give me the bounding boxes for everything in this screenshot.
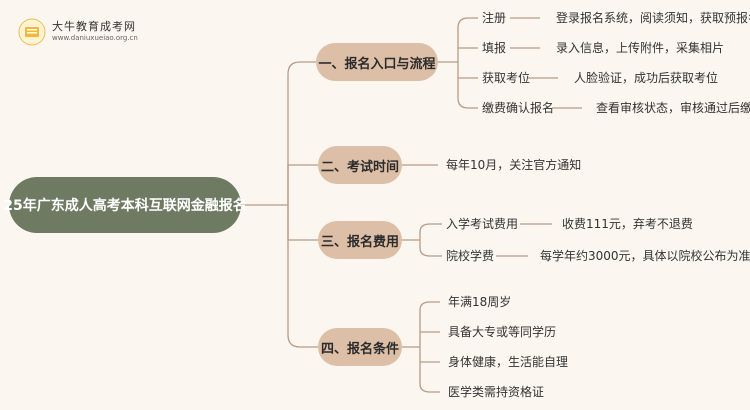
- leaf-value: 每学年约3000元，具体以院校公布为准: [540, 249, 750, 263]
- leaf-key: 注册: [482, 11, 507, 25]
- branch-requirements: 四、报名条件: [318, 328, 402, 366]
- leaf-value: 查看审核状态，审核通过后缴费: [596, 101, 750, 115]
- book-icon: [18, 18, 46, 46]
- leaf-value: 录入信息，上传附件，采集相片: [556, 41, 725, 55]
- leaf-value: 每年10月，关注官方通知: [446, 158, 582, 172]
- logo-url: www.daniuxueiao.org.cn: [52, 34, 138, 42]
- leaf-value: 身体健康，生活能自理: [448, 355, 569, 369]
- leaf-value: 年满18周岁: [448, 295, 512, 309]
- leaf-key: 缴费确认报名: [482, 101, 555, 115]
- branch-registration-process: 一、报名入口与流程: [316, 43, 438, 81]
- leaf-value: 具备大专或等同学历: [448, 325, 557, 339]
- leaf-value: 登录报名系统，阅读须知，获取预报名号: [556, 11, 750, 25]
- leaf-value: 收费111元，弃考不退费: [562, 217, 693, 231]
- branch-fees: 三、报名费用: [318, 221, 402, 259]
- leaf-value: 人脸验证，成功后获取考位: [574, 71, 719, 85]
- branch-exam-time: 二、考试时间: [318, 146, 402, 184]
- leaf-key: 填报: [482, 41, 507, 55]
- site-logo: 大牛教育成考网 www.daniuxueiao.org.cn: [18, 16, 168, 48]
- leaf-key: 入学考试费用: [446, 217, 519, 231]
- leaf-key: 获取考位: [482, 71, 531, 85]
- root-topic: 25年广东成人高考本科互联网金融报名: [3, 177, 247, 233]
- logo-title: 大牛教育成考网: [52, 20, 136, 33]
- leaf-key: 院校学费: [446, 249, 495, 263]
- leaf-value: 医学类需持资格证: [448, 385, 545, 399]
